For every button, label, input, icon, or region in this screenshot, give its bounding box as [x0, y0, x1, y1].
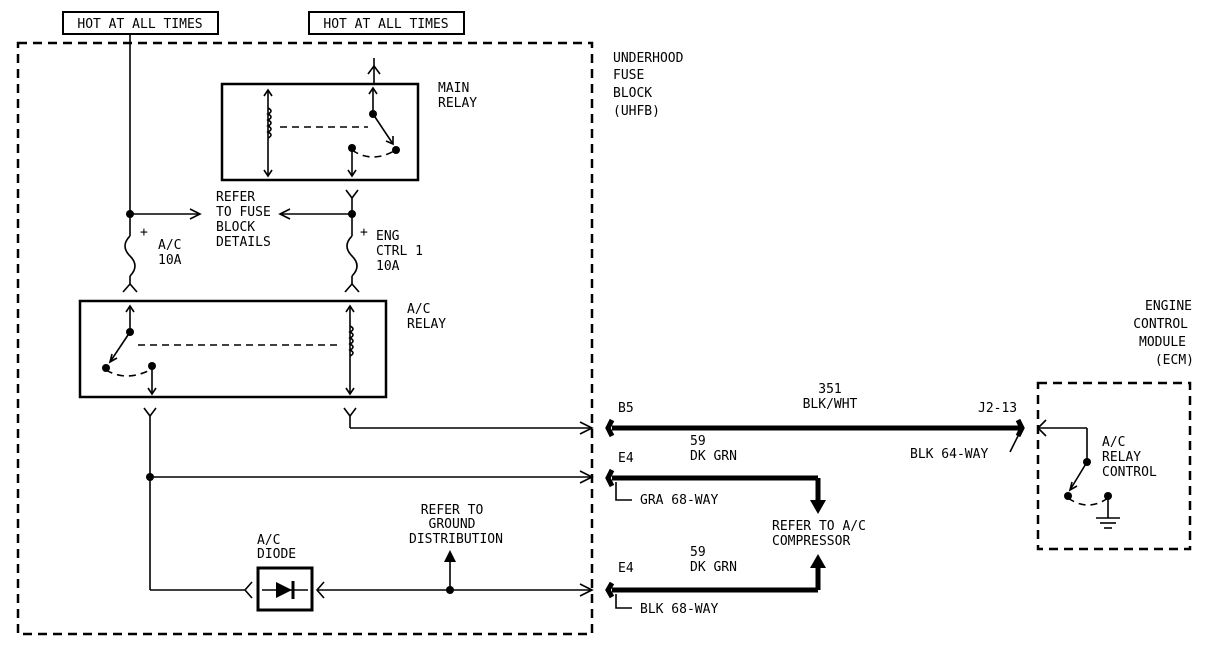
ac-relay-control-line-2: RELAY [1102, 450, 1141, 465]
main-relay [220, 82, 420, 182]
refer-ground-line-1: REFER TO [421, 503, 484, 518]
refer-ground-line-2: GROUND [429, 517, 476, 532]
refer-ground-label: REFER TO GROUND DISTRIBUTION [409, 503, 503, 547]
ac-fuse-line-1: A/C [158, 238, 181, 253]
ac-relay-line-1: A/C [407, 302, 430, 317]
uhfb-line-4: (UHFB) [613, 104, 660, 119]
eng-ctrl-fuse-icon: + [344, 225, 368, 293]
hot-label-left: HOT AT ALL TIMES [77, 17, 202, 32]
circuit-59-top-line-1: 59 [690, 434, 706, 449]
refer-fuse-line-3: BLOCK [216, 220, 255, 235]
uhfb-line-2: FUSE [613, 68, 644, 83]
ac-fuse-line-2: 10A [158, 253, 182, 268]
refer-fuse-line-1: REFER [216, 190, 255, 205]
ecm-line-2: CONTROL [1133, 317, 1188, 332]
ac-fuse-icon: + [122, 225, 148, 293]
circuit-59-top-line-2: DK GRN [690, 449, 737, 464]
circuit-351-line-1: 351 [818, 382, 841, 397]
eng-fuse-line-2: CTRL 1 [376, 244, 423, 259]
ground-icon [1096, 517, 1120, 529]
main-relay-line-2: RELAY [438, 96, 477, 111]
conn-blk-64-way: BLK 64-WAY [910, 447, 988, 462]
ecm-line-1: ENGINE [1145, 299, 1192, 314]
conn-gra-68-way: GRA 68-WAY [640, 493, 718, 508]
refer-compressor-line-1: REFER TO A/C [772, 519, 866, 534]
uhfb-boundary [16, 41, 594, 636]
ac-diode-icon [256, 566, 314, 612]
pin-b5: B5 [618, 401, 634, 416]
main-relay-label: MAIN RELAY [438, 81, 477, 111]
ac-relay-control-label: A/C RELAY CONTROL [1102, 435, 1157, 480]
eng-ctrl-fuse-label: ENG CTRL 1 10A [376, 229, 423, 274]
ecm-line-4: (ECM) [1155, 353, 1194, 368]
uhfb-line-1: UNDERHOOD [613, 51, 684, 66]
ac-relay-coil-icon [348, 325, 354, 357]
svg-text:+: + [360, 225, 368, 240]
refer-fuse-line-4: DETAILS [216, 235, 271, 250]
circuit-351-line-2: BLK/WHT [803, 397, 858, 412]
ac-relay-control-line-3: CONTROL [1102, 465, 1157, 480]
ac-relay-line-2: RELAY [407, 317, 446, 332]
circuit-59-bottom-line-1: 59 [690, 545, 706, 560]
circuit-59-bottom-line-2: DK GRN [690, 560, 737, 575]
ecm-relay-control [1036, 419, 1120, 529]
ac-diode-label: A/C DIODE [257, 533, 296, 562]
hot-at-all-times-box-left: HOT AT ALL TIMES [62, 11, 219, 35]
refer-ground-line-3: DISTRIBUTION [409, 532, 503, 547]
ac-relay-label: A/C RELAY [407, 302, 446, 332]
ac-fuse-label: A/C 10A [158, 238, 182, 268]
ac-relay-control-line-1: A/C [1102, 435, 1125, 450]
hot-at-all-times-box-right: HOT AT ALL TIMES [308, 11, 465, 35]
refer-compressor-label: REFER TO A/C COMPRESSOR [772, 519, 866, 549]
ecm-line-3: MODULE [1139, 335, 1186, 350]
refer-compressor-line-2: COMPRESSOR [772, 534, 850, 549]
ecm-label: ENGINE CONTROL MODULE (ECM) [1133, 299, 1194, 368]
pin-e4-top: E4 [618, 451, 634, 466]
uhfb-line-3: BLOCK [613, 86, 652, 101]
conn-blk-68-way: BLK 68-WAY [640, 602, 718, 617]
main-relay-line-1: MAIN [438, 81, 469, 96]
main-relay-coil-icon [266, 107, 272, 139]
eng-fuse-line-1: ENG [376, 229, 400, 244]
ac-diode-line-2: DIODE [257, 547, 296, 562]
pin-j2-13: J2-13 [978, 401, 1017, 416]
uhfb-label: UNDERHOOD FUSE BLOCK (UHFB) [613, 51, 684, 119]
ac-diode-line-1: A/C [257, 533, 280, 548]
hot-label-right: HOT AT ALL TIMES [323, 17, 448, 32]
refer-fuse-block-label: REFER TO FUSE BLOCK DETAILS [216, 190, 271, 250]
svg-text:+: + [140, 225, 148, 240]
ac-relay [78, 299, 388, 399]
ecm-boundary [1036, 381, 1192, 551]
pin-e4-bottom: E4 [618, 561, 634, 576]
eng-fuse-line-3: 10A [376, 259, 400, 274]
refer-fuse-line-2: TO FUSE [216, 205, 271, 220]
